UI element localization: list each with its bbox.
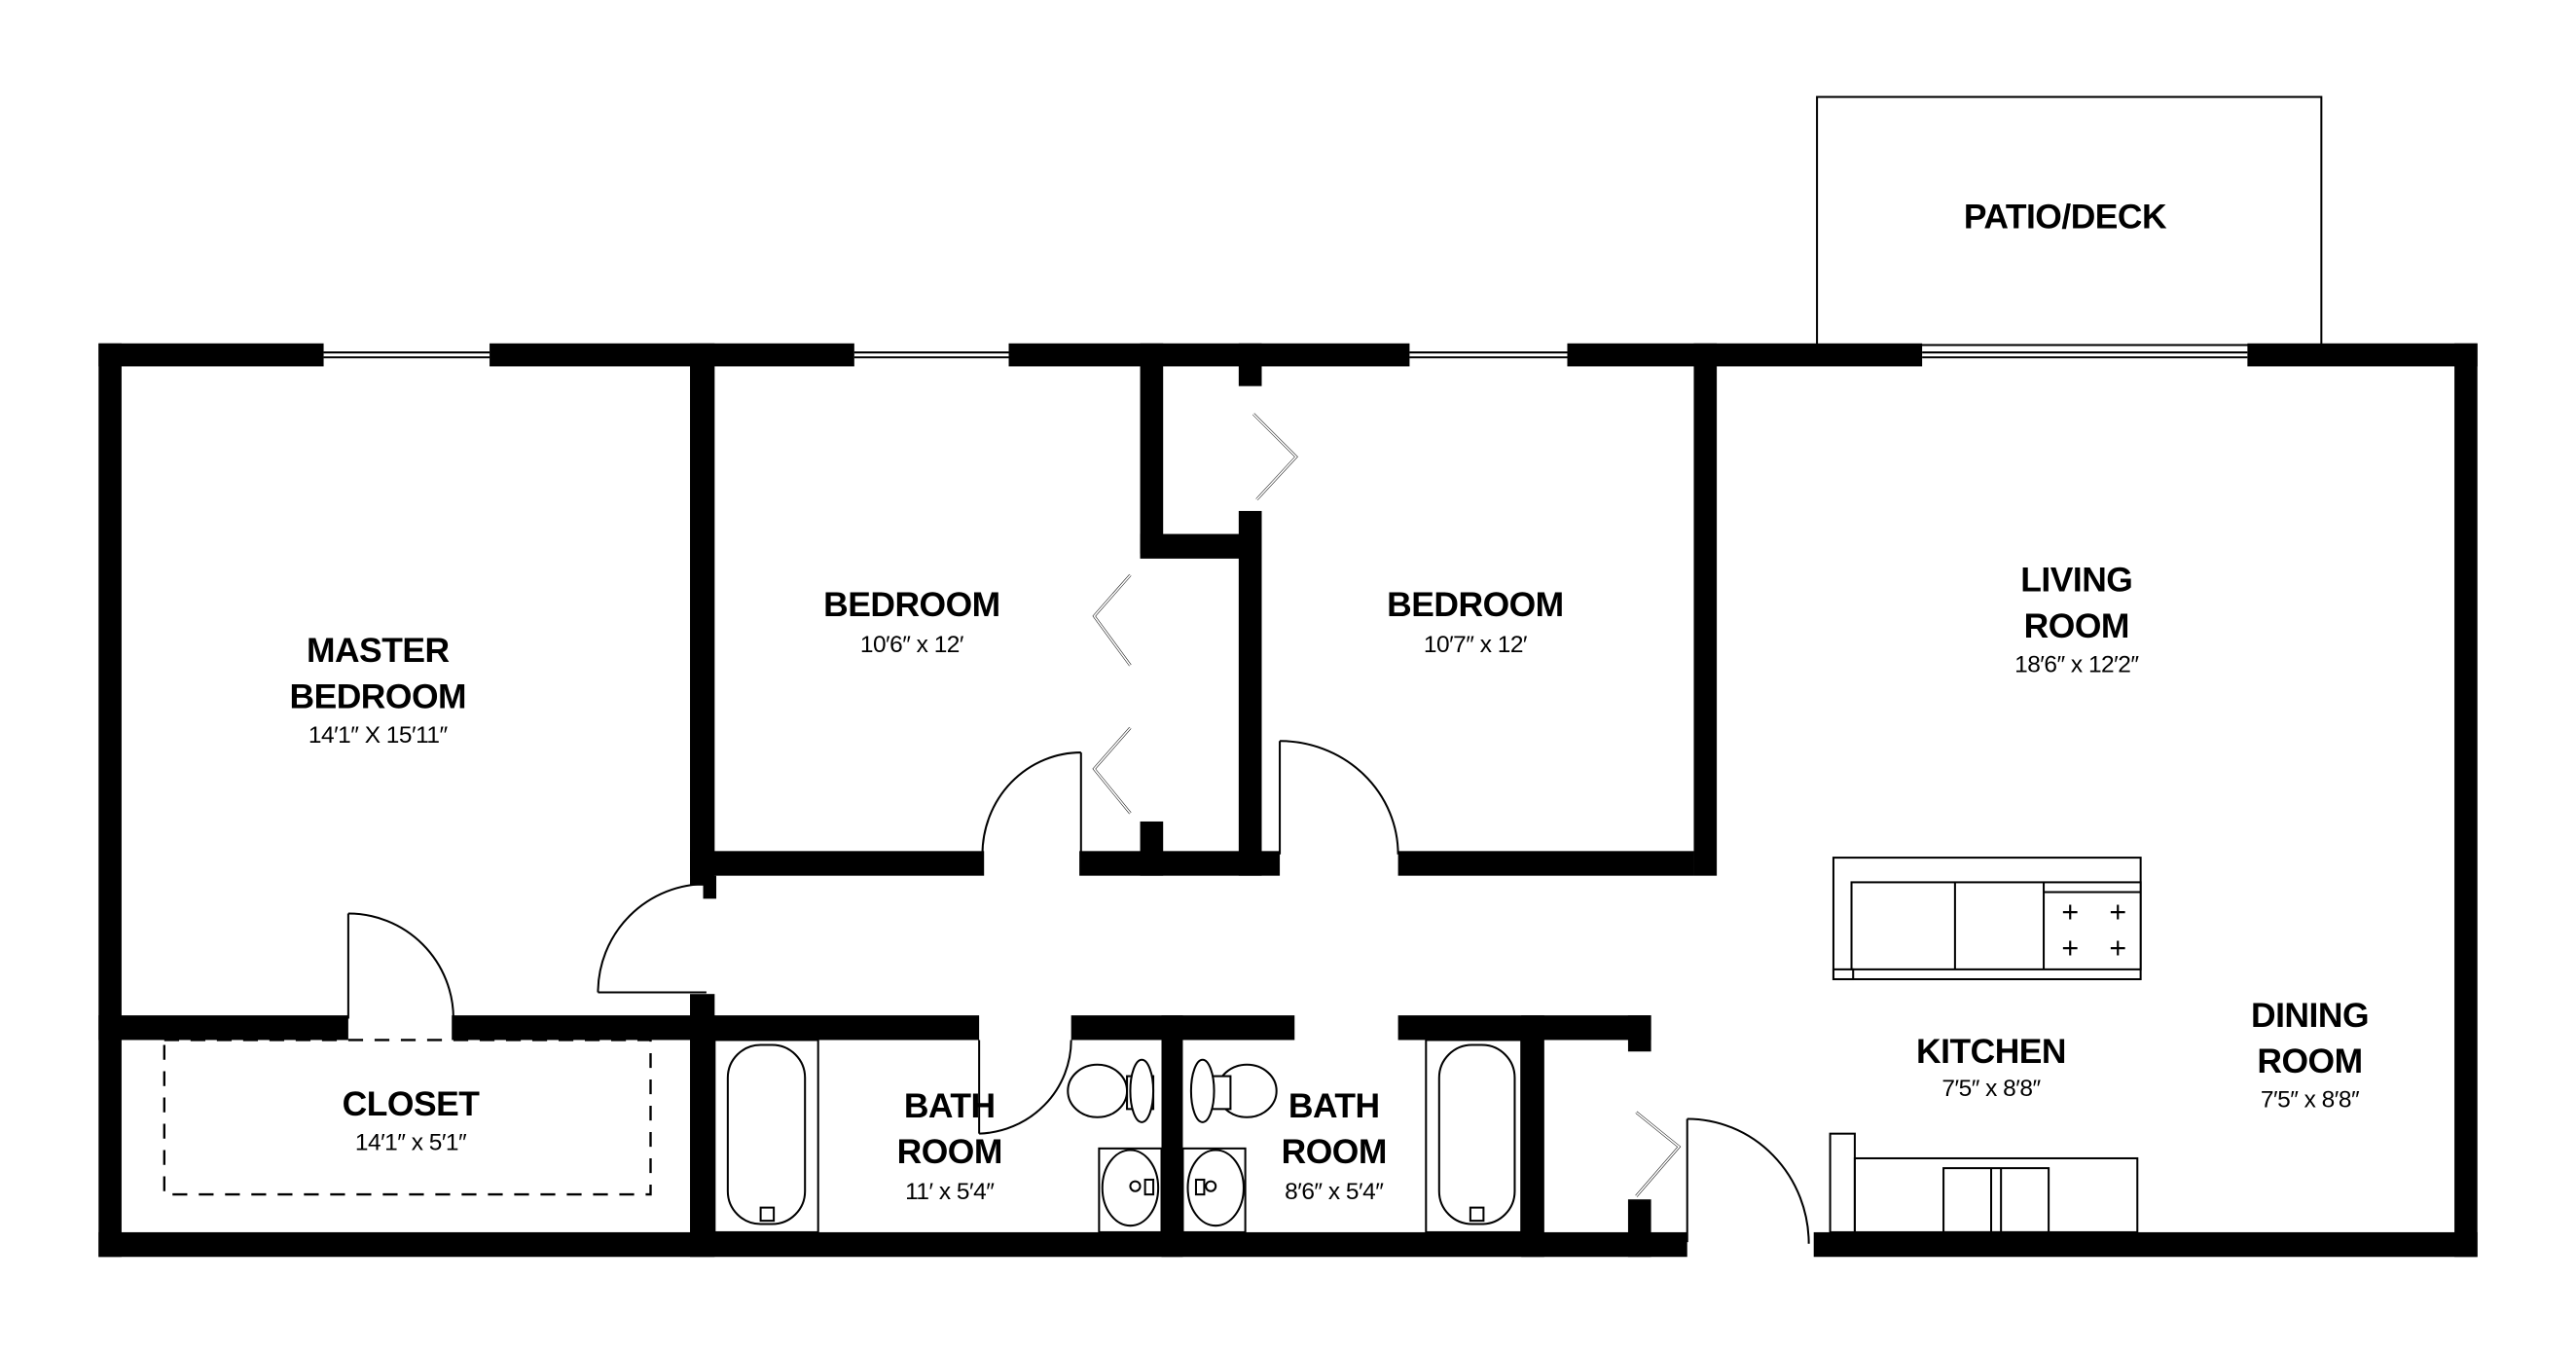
- door-swing-icon: [978, 1040, 1072, 1135]
- bifold-door-icon: [1092, 573, 1132, 667]
- bath-1-label-1: BATH: [904, 1086, 996, 1125]
- svg-text:+: +: [2109, 896, 2125, 929]
- bedroom-2-dims: 10′6″ x 12′: [860, 632, 964, 658]
- closet-label: CLOSET: [343, 1084, 481, 1123]
- window-icon: [1409, 351, 1568, 359]
- refrigerator-icon: [1942, 1167, 2050, 1233]
- living-room-dims: 18′6″ x 12′2″: [2014, 651, 2139, 677]
- bathtub-icon: [726, 1043, 807, 1225]
- kitchen-island-counter: + + + +: [1832, 857, 2142, 981]
- living-room-label-2: ROOM: [2024, 606, 2129, 645]
- door-swing-icon: [1686, 1117, 1810, 1244]
- bath-2-dims: 8′6″ x 5′4″: [1285, 1179, 1384, 1205]
- room-labels: PATIO/DECK MASTER BEDROOM 14′1″ X 15′11″…: [290, 198, 2370, 1206]
- door-swing-icon: [1279, 740, 1399, 855]
- bath-2-label-1: BATH: [1288, 1086, 1380, 1125]
- toilet-icon: [1067, 1058, 1155, 1123]
- bifold-door-icon: [1252, 413, 1298, 501]
- closet-shelf-outline: [163, 1039, 652, 1196]
- svg-text:+: +: [2061, 932, 2078, 965]
- dining-room-label-1: DINING: [2251, 996, 2369, 1035]
- kitchen-dims: 7′5″ x 8′8″: [1941, 1076, 2041, 1102]
- bedroom-3-dims: 10′7″ x 12′: [1424, 632, 1528, 658]
- sink-icon: [1098, 1147, 1163, 1233]
- master-bedroom-label-2: BEDROOM: [290, 676, 467, 715]
- doors: [346, 413, 1810, 1244]
- kitchen-bottom-counter: [1829, 1132, 2139, 1233]
- bath-2-label-2: ROOM: [1282, 1132, 1387, 1171]
- svg-text:+: +: [2061, 896, 2078, 929]
- bedroom-3-label: BEDROOM: [1387, 585, 1564, 624]
- closet-dims: 14′1″ x 5′1″: [355, 1130, 467, 1156]
- bifold-door-icon: [1635, 1111, 1682, 1197]
- interior-walls: [98, 343, 1718, 1258]
- window-icon: [853, 351, 1009, 359]
- dining-room-label-2: ROOM: [2257, 1042, 2362, 1080]
- sink-icon: [1181, 1147, 1247, 1233]
- dining-room-dims: 7′5″ x 8′8″: [2261, 1087, 2360, 1114]
- svg-text:+: +: [2109, 932, 2125, 965]
- patio-label: PATIO/DECK: [1964, 198, 2167, 237]
- bath-1-label-2: ROOM: [897, 1132, 1002, 1171]
- living-room-label-1: LIVING: [2020, 561, 2132, 600]
- toilet-icon: [1189, 1058, 1278, 1123]
- master-bedroom-dims: 14′1″ X 15′11″: [308, 722, 449, 749]
- bifold-door-icon: [1092, 726, 1132, 815]
- windows: [323, 351, 2248, 359]
- bath-1-fixtures: [713, 1039, 1163, 1233]
- door-swing-icon: [597, 883, 707, 994]
- bath-1-dims: 11′ x 5′4″: [905, 1179, 995, 1205]
- window-icon: [323, 351, 490, 359]
- door-swing-icon: [346, 912, 454, 1019]
- door-swing-icon: [981, 751, 1082, 855]
- bathtub-icon: [1437, 1043, 1516, 1225]
- kitchen-label: KITCHEN: [1916, 1032, 2066, 1071]
- stove-icon: + + + +: [2061, 896, 2126, 965]
- sliding-door-icon: [1922, 351, 2248, 359]
- master-bedroom-label-1: MASTER: [307, 631, 450, 670]
- bedroom-2-label: BEDROOM: [823, 585, 1000, 624]
- bath-2-fixtures: [1181, 1039, 1523, 1233]
- patio-deck: [1816, 95, 2323, 347]
